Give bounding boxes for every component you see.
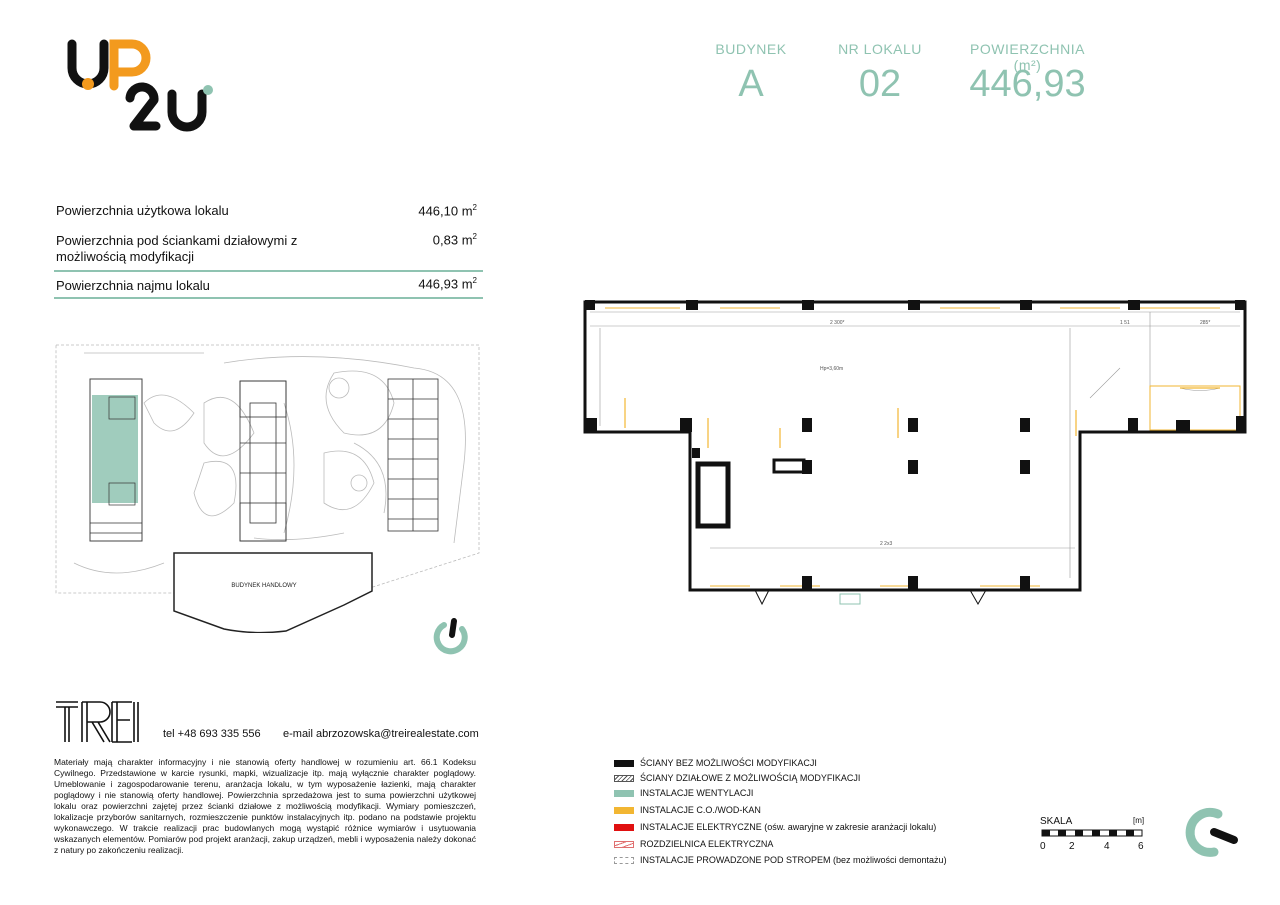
trei-logo bbox=[56, 701, 139, 743]
area-value: 446,93 bbox=[969, 63, 1086, 105]
legend-swatch bbox=[614, 806, 634, 814]
site-plan-building-label: BUDYNEK HANDLOWY bbox=[231, 583, 296, 589]
brand-c-large-icon bbox=[1185, 807, 1238, 857]
brand-c-icon bbox=[433, 618, 468, 655]
scale-tick-4: 4 bbox=[1104, 841, 1110, 852]
legend-item-ceiling-installations: INSTALACJE PROWADZONE POD STROPEM (bez m… bbox=[614, 854, 947, 866]
rental-area-label: Powierzchnia najmu lokalu bbox=[56, 278, 210, 293]
floor-plan-dim-a: 1 51 bbox=[1120, 320, 1130, 326]
floor-plan-height-note: Hp=3,60m bbox=[820, 366, 843, 372]
legend-swatch bbox=[614, 774, 634, 782]
unit-value: 02 bbox=[858, 63, 902, 105]
legend-swatch bbox=[614, 823, 634, 831]
legend-swatch bbox=[614, 759, 634, 767]
scale-tick-2: 2 bbox=[1069, 841, 1075, 852]
partition-area-label: Powierzchnia pod ściankami działowymi z … bbox=[56, 233, 298, 264]
usable-area-value: 446,10 m2 bbox=[418, 203, 477, 219]
contact-email[interactable]: e-mail abrzozowska@treirealestate.com bbox=[283, 728, 479, 740]
contact-phone[interactable]: tel +48 693 335 556 bbox=[163, 728, 261, 740]
unit-label: NR LOKALU bbox=[838, 41, 922, 57]
floor-plan-dim-top: 2 300* bbox=[830, 320, 845, 326]
area-label: POWIERZCHNIA (m²) bbox=[970, 41, 1085, 73]
scale-title: SKALA bbox=[1040, 816, 1073, 827]
legend-item-electrical: INSTALACJE ELEKTRYCZNE (ośw. awaryjne w … bbox=[614, 821, 936, 833]
floor-plan: 2 300* Hp=3,60m 2 2x3 1 51 285* bbox=[583, 300, 1247, 606]
partition-area-value: 0,83 m2 bbox=[432, 232, 477, 248]
legend-swatch bbox=[614, 789, 634, 797]
usable-area-label: Powierzchnia użytkowa lokalu bbox=[56, 203, 229, 218]
building-value: A bbox=[738, 63, 764, 105]
floor-plan-dim-bottom: 2 2x3 bbox=[880, 541, 892, 547]
scale-unit: [m] bbox=[1133, 816, 1145, 825]
disclaimer-text: Materiały mają charakter informacyjny i … bbox=[54, 757, 476, 855]
up2u-logo bbox=[67, 39, 213, 132]
legend-item-plumbing: INSTALACJE C.O./WOD-KAN bbox=[614, 804, 761, 816]
legend-swatch bbox=[614, 856, 634, 864]
scale-tick-0: 0 bbox=[1040, 841, 1046, 852]
floor-plan-dim-b: 285* bbox=[1200, 320, 1210, 326]
scale-tick-6: 6 bbox=[1138, 841, 1144, 852]
site-plan: BUDYNEK HANDLOWY bbox=[55, 344, 480, 633]
separator-bottom bbox=[54, 297, 483, 299]
scale-bar bbox=[1041, 829, 1143, 837]
legend-item-switchboard: ROZDZIELNICA ELEKTRYCZNA bbox=[614, 838, 773, 850]
legend-item-partition-walls: ŚCIANY DZIAŁOWE Z MOŻLIWOŚCIĄ MODYFIKACJ… bbox=[614, 772, 860, 784]
building-label: BUDYNEK bbox=[715, 41, 787, 57]
rental-area-value: 446,93 m2 bbox=[418, 276, 477, 292]
legend-swatch bbox=[614, 840, 634, 848]
legend-item-ventilation: INSTALACJE WENTYLACJI bbox=[614, 787, 753, 799]
legend-item-structural-walls: ŚCIANY BEZ MOŻLIWOŚCI MODYFIKACJI bbox=[614, 757, 817, 769]
separator-top bbox=[54, 270, 483, 272]
